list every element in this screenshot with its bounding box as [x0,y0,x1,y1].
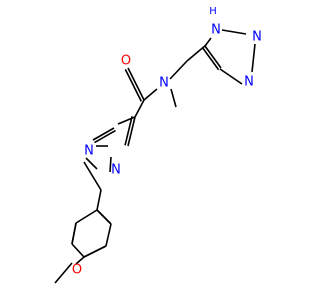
bond-ring-e [105,223,112,247]
bond-carbonyl-double-second [124,68,143,102]
bond-ring-arom-2 [71,222,77,245]
bond-pyrazole-C4-C3-double [127,116,136,147]
bond-N-CH2 [169,60,188,80]
bond-triazole-N-C [219,68,243,85]
bond-pyrazole-C4-C3-double-second [124,116,133,146]
atom-N-amide: N [159,76,169,91]
bond-benzyl-CH2-N1 [83,161,102,191]
bond-pyrazole-N1-C5-double-second [94,129,116,144]
bond-ring-c [71,243,85,258]
bond-methoxy-CH3 [54,262,73,284]
atom-H-triazole: H [209,6,217,17]
bond-triazole-NH-N [221,29,247,35]
atom-NH-triazole: N [211,23,221,38]
bond-pyrazole-N1-N2-link [109,156,112,173]
atom-O-methoxy: O [72,263,82,278]
bond-benzyl-CH2-ring [96,189,102,211]
bond-pyrazole-N1-CH2 [85,157,98,170]
bond-ring-to-O [75,256,85,265]
bond-pyrazole-N1-C5-double [92,127,115,141]
bond-triazole-NH-C [204,37,212,47]
bond-ring-arom-3 [83,245,107,258]
bond-ring-a [75,209,98,224]
bond-carbonyl-C4 [134,99,145,118]
atom-N-triazole-b: N [252,30,262,45]
bond-carbonyl-C-N [143,88,158,101]
bond-layer [54,29,256,284]
bond-triazole-C-N-double-second [201,47,220,71]
bond-triazole-N-N [251,43,256,73]
bond-triazole-C-N-double [204,45,222,69]
atom-O-carbonyl: O [121,54,131,69]
atom-label-layer: O N N N H N N N O [72,6,262,278]
molecule-structure-diagram: O N N N H N N N O [54,6,262,284]
bond-ring-arom-1 [96,209,112,225]
bond-N-methyl [170,88,177,108]
bond-carbonyl-double [127,67,145,101]
atom-N-triazole-c: N [244,75,254,90]
atom-N-pyrazole-2: N [111,163,121,178]
atom-N-pyrazole-1: N [84,144,94,159]
